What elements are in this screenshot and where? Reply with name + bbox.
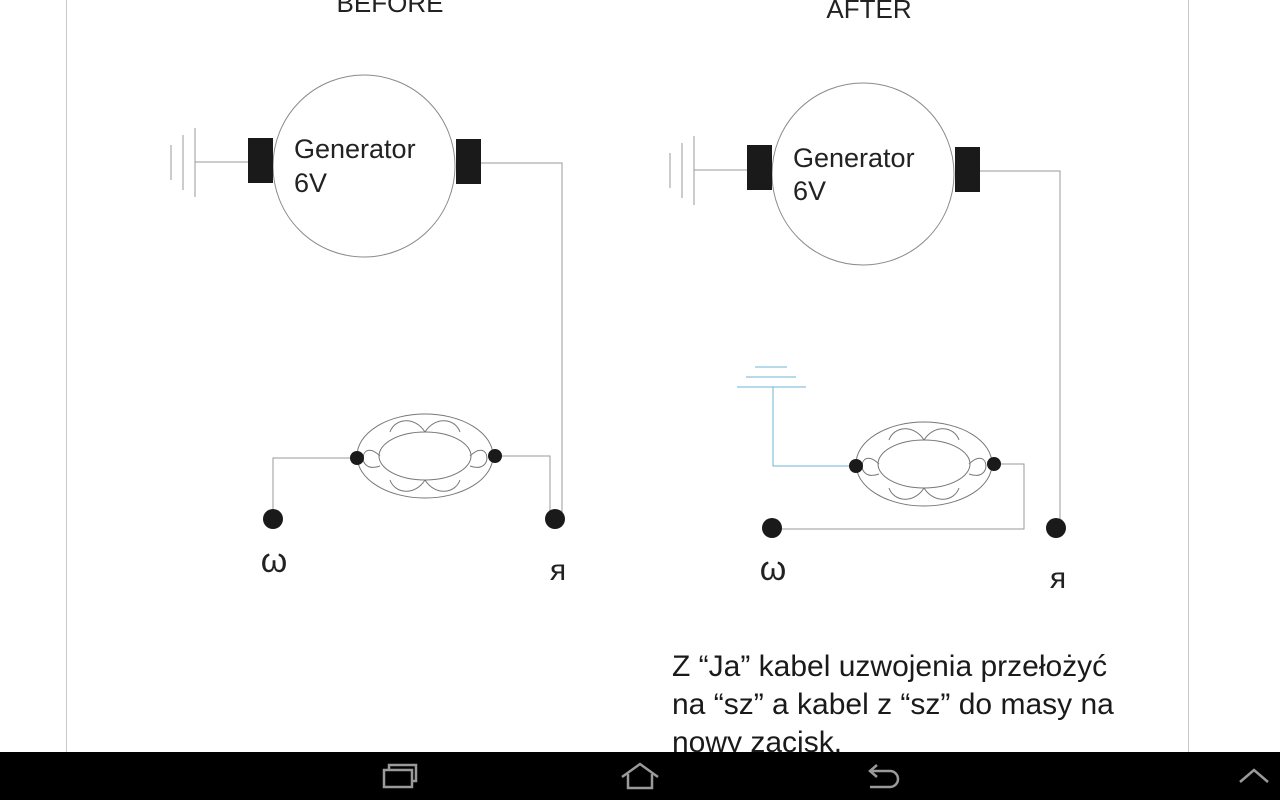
generator-terminal-left [747,145,772,190]
ground-symbol [170,128,249,197]
generator-label: Generator [793,143,915,173]
terminal-r-dot [545,509,565,529]
wire-coil-to-w [772,463,1025,530]
caption-line: nowy zacisk. [672,726,843,752]
coil-node-right [488,449,502,463]
generator-terminal-right [456,139,481,184]
generator-voltage-label: 6V [294,168,327,198]
back-button[interactable] [842,752,922,800]
coil-node-left [350,451,364,465]
after-title: AFTER [826,0,911,24]
generator-terminal-left [248,138,273,183]
field-coil [855,421,993,507]
recent-apps-button[interactable] [360,752,440,800]
wire-coil-to-r [495,455,551,519]
page-sheet [66,0,1189,752]
caption-line: Z “Ja” kabel uzwojenia przełożyć [672,650,1108,683]
generator-voltage-label: 6V [793,176,826,206]
terminal-w-label: ω [261,542,288,580]
menu-expand-button[interactable] [1214,752,1280,800]
terminal-w-dot [762,518,782,538]
field-coil [356,413,494,499]
coil-node-left [849,459,863,473]
terminal-w-dot [263,509,283,529]
generator-circle [272,74,456,258]
new-ground-symbol [737,366,856,467]
chevron-up-icon [1239,768,1269,783]
terminal-r-dot [1046,518,1066,538]
before-title: BEFORE [337,0,444,18]
document-viewer: BEFORE Generator 6V [66,0,1192,752]
home-icon [621,762,659,790]
terminal-w-label: ω [760,550,787,588]
generator-circle [771,82,955,266]
generator-terminal-right [955,147,980,192]
caption-line: na “sz” a kabel z “sz” do masy na [672,688,1114,721]
recent-apps-icon [382,763,418,789]
before-panel: BEFORE Generator 6V [170,0,566,587]
wiring-diagram: BEFORE Generator 6V [170,0,1066,595]
generator-label: Generator [294,134,416,164]
home-button[interactable] [600,752,680,800]
caption-text: Z “Ja” kabel uzwojenia przełożyć na “sz”… [672,648,1192,752]
wire-coil-to-w [272,457,357,519]
terminal-r-label: я [1050,562,1066,595]
wire-generator-to-r [980,170,1061,528]
coil-node-right [987,457,1001,471]
back-icon [868,764,900,789]
terminal-r-label: я [550,554,566,587]
system-navigation-bar [0,752,1280,800]
after-panel: AFTER Generator 6V [669,0,1066,595]
ground-symbol [669,136,747,205]
